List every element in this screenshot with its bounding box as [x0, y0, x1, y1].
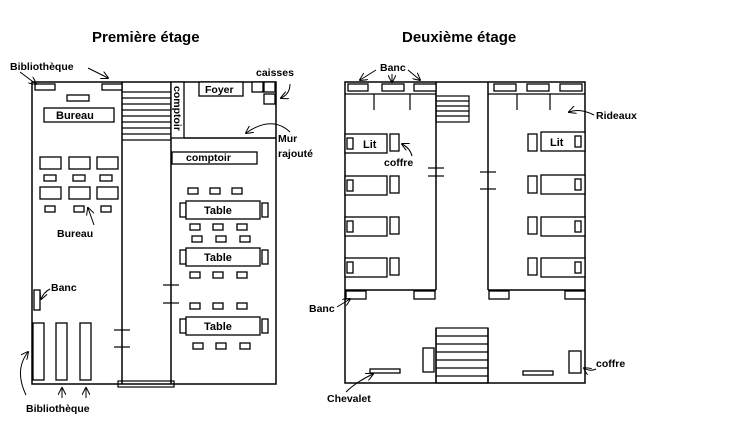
floor2-bed — [540, 131, 586, 152]
floor2-chevalet-label: Chevalet — [327, 393, 371, 405]
floor2-bench — [564, 290, 586, 300]
floor2-chest — [389, 257, 400, 276]
floor2-bed — [344, 133, 388, 154]
floor2-chest — [422, 347, 435, 373]
floor2-chest — [527, 175, 538, 194]
floor2-lit-left-label: Lit — [363, 139, 377, 151]
floor1-table-label: Table — [204, 321, 232, 333]
floor1-desk-group — [39, 156, 119, 213]
floor1-bookshelf-bottom — [32, 322, 45, 381]
floor1-dining-area: Table Table Table — [179, 187, 269, 350]
floor1-comptoir-vertical — [170, 81, 185, 139]
floor2-chest — [527, 216, 538, 235]
floor1-caisse — [263, 93, 276, 105]
floor1-title: Première étage — [92, 29, 200, 46]
floor1-plan: comptoir comptoir Foyer Bureau — [10, 61, 313, 415]
floor2-chest — [568, 350, 582, 374]
floor2-bench — [493, 83, 517, 92]
floor1-mur-label-line2: rajouté — [278, 148, 313, 160]
floor2-bed — [540, 257, 586, 278]
floor2-left-dorm: Lit — [344, 133, 400, 278]
floor2-bench — [347, 83, 369, 92]
floor2-bench — [559, 83, 583, 92]
floor1-banc-label: Banc — [51, 282, 77, 294]
floor2-bench — [526, 83, 550, 92]
floor1-bureau-label: Bureau — [56, 110, 94, 122]
floor2-bed — [540, 174, 586, 195]
floor2-bed — [344, 216, 388, 237]
floor1-bibliotheque-bottom-label: Bibliothèque — [26, 403, 90, 415]
floor1-mur-label-line1: Mur — [278, 133, 297, 145]
floor1-foyer-label: Foyer — [205, 84, 234, 96]
floor1-bibliotheque-top-label: Bibliothèque — [10, 61, 74, 73]
floor2-chest — [389, 133, 400, 152]
floor1-staircase — [122, 91, 171, 141]
floor2-bench — [413, 83, 437, 92]
floor2-staircase-top — [435, 95, 470, 123]
floor1-caisses-label: caisses — [256, 67, 294, 79]
floor1-caisse — [263, 81, 276, 93]
floor1-caisse — [251, 81, 264, 93]
floor2-banc-top-label: Banc — [380, 62, 406, 74]
floor1-bureau-small-desk — [66, 94, 90, 102]
floor2-bench — [345, 290, 367, 300]
floor2-bench — [488, 290, 510, 300]
floor2-bench — [413, 290, 436, 300]
floor1-outer-wall — [31, 81, 277, 385]
floor2-easel — [369, 368, 401, 374]
floor1-table-label: Table — [204, 205, 232, 217]
floor1-bookshelf-bottom — [55, 322, 68, 381]
floor1-table — [185, 200, 261, 220]
floor2-coffre-left-label: coffre — [384, 157, 413, 169]
floor1-table — [185, 247, 261, 267]
floor1-comptoir-vertical-label: comptoir — [171, 86, 183, 131]
floor1-bench — [33, 289, 41, 311]
floor1-comptoir-horizontal — [171, 151, 258, 165]
floor1-table — [185, 316, 261, 336]
floor2-chest — [527, 133, 538, 152]
floor2-coffre-right-label: coffre — [596, 358, 625, 370]
floor1-bureau-desks-label: Bureau — [57, 228, 93, 240]
floor2-bed — [540, 216, 586, 237]
floor2-banc-left-label: Banc — [309, 303, 335, 315]
floor2-easel — [522, 370, 554, 376]
floor1-bookshelf-top — [34, 83, 56, 91]
floor1-foyer — [198, 81, 244, 97]
floor1-bookshelf-bottom — [79, 322, 92, 381]
floor2-lit-right-label: Lit — [550, 137, 564, 149]
floor2-bench — [381, 83, 405, 92]
floor2-title: Deuxième étage — [402, 29, 516, 46]
floor2-bed — [344, 175, 388, 196]
floor1-bottom-landing — [117, 380, 175, 388]
floor2-chest — [389, 216, 400, 235]
floor2-bed — [344, 257, 388, 278]
floor2-plan: Lit Lit — [309, 62, 637, 405]
floor1-bookshelf-top — [101, 83, 123, 91]
floor1-table-label: Table — [204, 252, 232, 264]
floor2-rideaux-label: Rideaux — [596, 110, 637, 122]
floor2-staircase-bottom — [435, 327, 489, 384]
floor2-chest — [527, 257, 538, 276]
floor2-chest — [389, 175, 400, 194]
floor1-bureau-desk — [43, 107, 115, 123]
floor2-right-dorm: Lit — [527, 131, 586, 278]
floor1-comptoir-horizontal-label: comptoir — [186, 152, 231, 164]
